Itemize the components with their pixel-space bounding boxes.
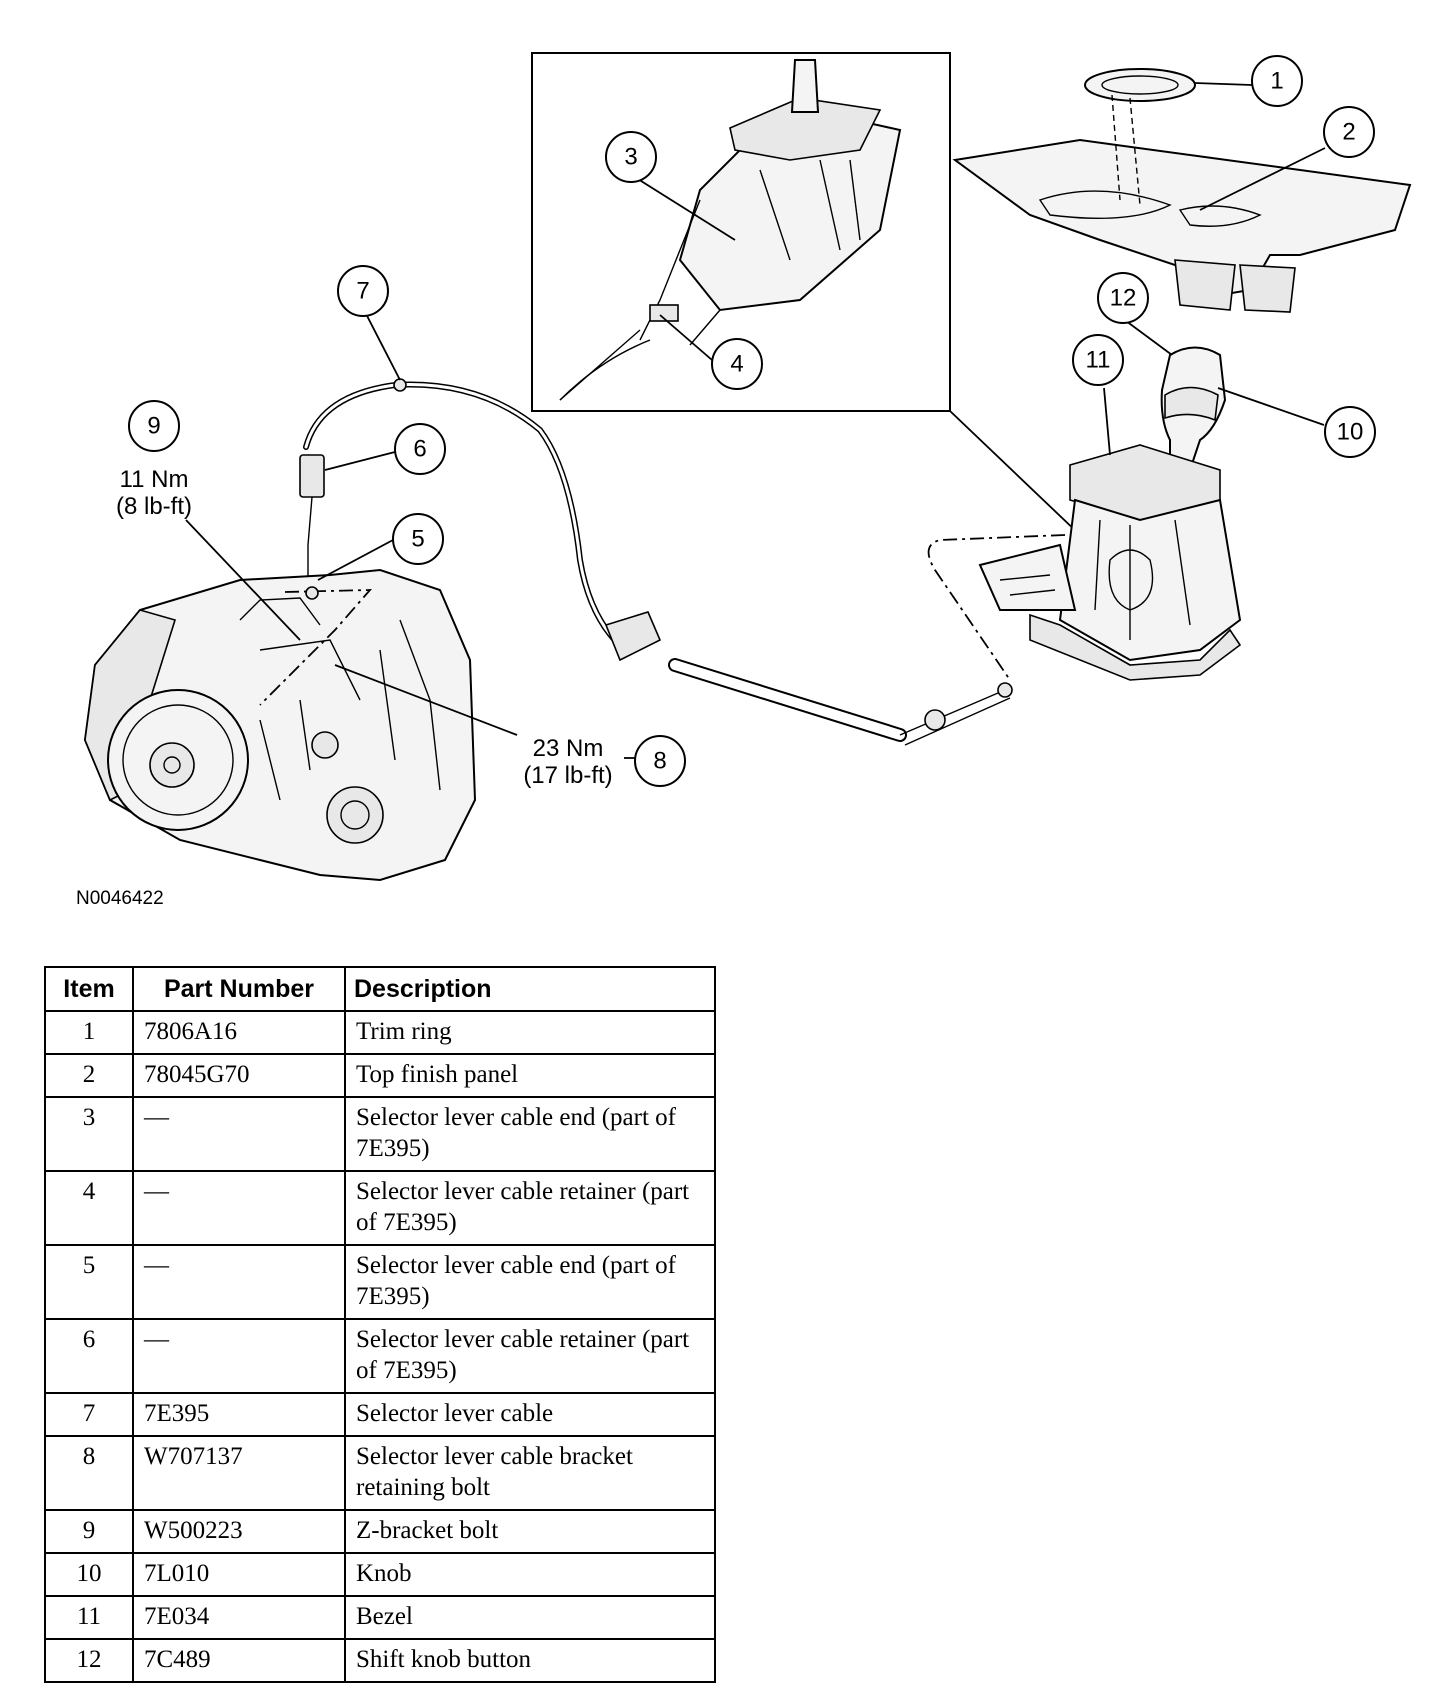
cell-item: 1 — [44, 1010, 134, 1055]
table-row: 1 7806A16 Trim ring — [44, 1010, 716, 1055]
callout-3: 3 — [605, 131, 657, 183]
svg-text:5: 5 — [411, 526, 424, 553]
cell-part-number: — — [132, 1244, 346, 1320]
torque-spec-9: 11 Nm (8 lb-ft) — [116, 466, 192, 520]
cell-part-number: — — [132, 1096, 346, 1172]
callout-6: 6 — [394, 423, 446, 475]
svg-text:8: 8 — [653, 748, 666, 775]
cell-part-number: 7E395 — [132, 1392, 346, 1437]
cell-part-number: W707137 — [132, 1435, 346, 1511]
svg-text:23 Nm: 23 Nm — [533, 735, 604, 762]
svg-text:(17 lb-ft): (17 lb-ft) — [523, 762, 612, 789]
cell-item: 7 — [44, 1392, 134, 1437]
selector-lever-cable — [299, 378, 1013, 746]
cell-item: 3 — [44, 1096, 134, 1172]
cell-description: Selector lever cable retainer (part of 7… — [344, 1318, 716, 1394]
inset-detail-box — [531, 52, 951, 412]
table-row: 2 78045G70 Top finish panel — [44, 1053, 716, 1098]
table-row: 8 W707137 Selector lever cable bracket r… — [44, 1435, 716, 1511]
table-row: 6 — Selector lever cable retainer (part … — [44, 1318, 716, 1394]
svg-text:3: 3 — [624, 144, 637, 171]
floor-shifter-assembly — [978, 444, 1242, 681]
cell-description: Top finish panel — [344, 1053, 716, 1098]
exploded-view-diagram: 1 2 3 4 5 6 7 8 9 10 11 12 11 Nm (8 lb-f… — [83, 52, 1412, 882]
console-top-finish-panel — [952, 138, 1412, 313]
cell-item: 5 — [44, 1244, 134, 1320]
cell-item: 10 — [44, 1552, 134, 1597]
cell-description: Bezel — [344, 1595, 716, 1640]
shift-knob — [1160, 346, 1227, 471]
svg-text:11 Nm: 11 Nm — [120, 466, 189, 493]
table-row: 3 — Selector lever cable end (part of 7E… — [44, 1096, 716, 1172]
cell-description: Trim ring — [344, 1010, 716, 1055]
inset-shifter-assembly — [559, 59, 902, 401]
cell-description: Selector lever cable retainer (part of 7… — [344, 1170, 716, 1246]
cell-part-number: 78045G70 — [132, 1053, 346, 1098]
table-header-row: Item Part Number Description — [44, 966, 716, 1012]
torque-spec-8: 23 Nm (17 lb-ft) — [523, 735, 612, 789]
leader-lines — [185, 82, 1326, 759]
svg-text:7: 7 — [356, 278, 369, 305]
svg-text:10: 10 — [1337, 419, 1364, 446]
table-row: 4 — Selector lever cable retainer (part … — [44, 1170, 716, 1246]
table-row: 9 W500223 Z-bracket bolt — [44, 1509, 716, 1554]
cable-routing-line — [927, 534, 1066, 681]
callout-8: 8 — [634, 735, 686, 787]
cell-description: Selector lever cable — [344, 1392, 716, 1437]
cell-item: 8 — [44, 1435, 134, 1511]
callout-4: 4 — [711, 338, 763, 390]
svg-text:9: 9 — [147, 413, 160, 440]
table-row: 10 7L010 Knob — [44, 1552, 716, 1597]
cell-description: Selector lever cable end (part of 7E395) — [344, 1096, 716, 1172]
cell-part-number: W500223 — [132, 1509, 346, 1554]
callout-12: 12 — [1097, 272, 1149, 324]
callout-9: 9 — [128, 400, 180, 452]
cell-item: 6 — [44, 1318, 134, 1394]
cell-item: 9 — [44, 1509, 134, 1554]
svg-text:11: 11 — [1086, 347, 1111, 374]
cell-description: Selector lever cable bracket retaining b… — [344, 1435, 716, 1511]
callout-7: 7 — [337, 265, 389, 317]
svg-text:2: 2 — [1342, 119, 1355, 146]
cell-part-number: 7806A16 — [132, 1010, 346, 1055]
cell-item: 2 — [44, 1053, 134, 1098]
table-row: 7 7E395 Selector lever cable — [44, 1392, 716, 1437]
callout-2: 2 — [1323, 106, 1375, 158]
svg-text:6: 6 — [413, 436, 426, 463]
header-description: Description — [344, 966, 716, 1012]
callout-10: 10 — [1324, 406, 1376, 458]
cell-item: 4 — [44, 1170, 134, 1246]
table-row: 11 7E034 Bezel — [44, 1595, 716, 1640]
header-item: Item — [44, 966, 134, 1012]
header-part-number: Part Number — [132, 966, 346, 1012]
svg-text:1: 1 — [1270, 68, 1283, 95]
svg-text:12: 12 — [1110, 285, 1137, 312]
parts-table: Item Part Number Description 1 7806A16 T… — [44, 966, 716, 1683]
cell-description: Knob — [344, 1552, 716, 1597]
callout-11: 11 — [1072, 334, 1124, 386]
transaxle-assembly — [83, 568, 477, 882]
trim-ring — [1084, 68, 1196, 206]
cell-part-number: — — [132, 1170, 346, 1246]
cell-part-number: 7L010 — [132, 1552, 346, 1597]
cell-part-number: — — [132, 1318, 346, 1394]
cell-part-number: 7E034 — [132, 1595, 346, 1640]
table-row: 5 — Selector lever cable end (part of 7E… — [44, 1244, 716, 1320]
cell-description: Z-bracket bolt — [344, 1509, 716, 1554]
svg-text:4: 4 — [730, 351, 743, 378]
callout-1: 1 — [1251, 55, 1303, 107]
figure-code: N0046422 — [76, 888, 164, 909]
cell-description: Selector lever cable end (part of 7E395) — [344, 1244, 716, 1320]
cell-item: 11 — [44, 1595, 134, 1640]
svg-text:(8 lb-ft): (8 lb-ft) — [116, 493, 192, 520]
callout-5: 5 — [392, 513, 444, 565]
